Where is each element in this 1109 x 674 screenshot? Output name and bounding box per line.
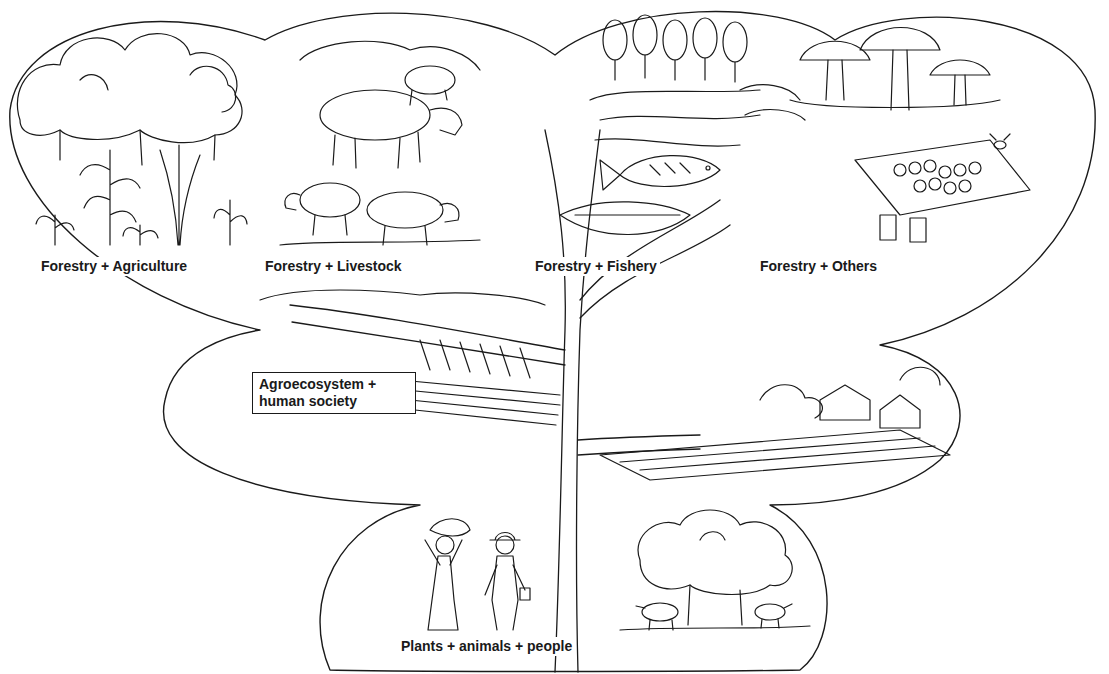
agriculture-sketch — [17, 34, 247, 245]
fishery-sketch — [560, 15, 805, 235]
combo-label: Forestry + Agriculture — [38, 257, 190, 276]
forest-sketch — [620, 510, 810, 630]
region-text: Agroecosystem + human society — [259, 376, 409, 410]
combo-label: Forestry + Livestock — [262, 257, 405, 276]
combo-label: Forestry + Others — [757, 257, 880, 276]
leaf-outline — [10, 12, 1095, 672]
livestock-sketch — [280, 41, 480, 245]
people-sketch — [425, 519, 530, 630]
base-label: Plants + animals + people — [398, 637, 575, 656]
others-sketch — [790, 28, 1030, 243]
combo-label: Forestry + Fishery — [532, 257, 660, 276]
region-box: Agroecosystem + human society — [252, 372, 416, 414]
agroecosystem-sketch — [260, 290, 950, 480]
